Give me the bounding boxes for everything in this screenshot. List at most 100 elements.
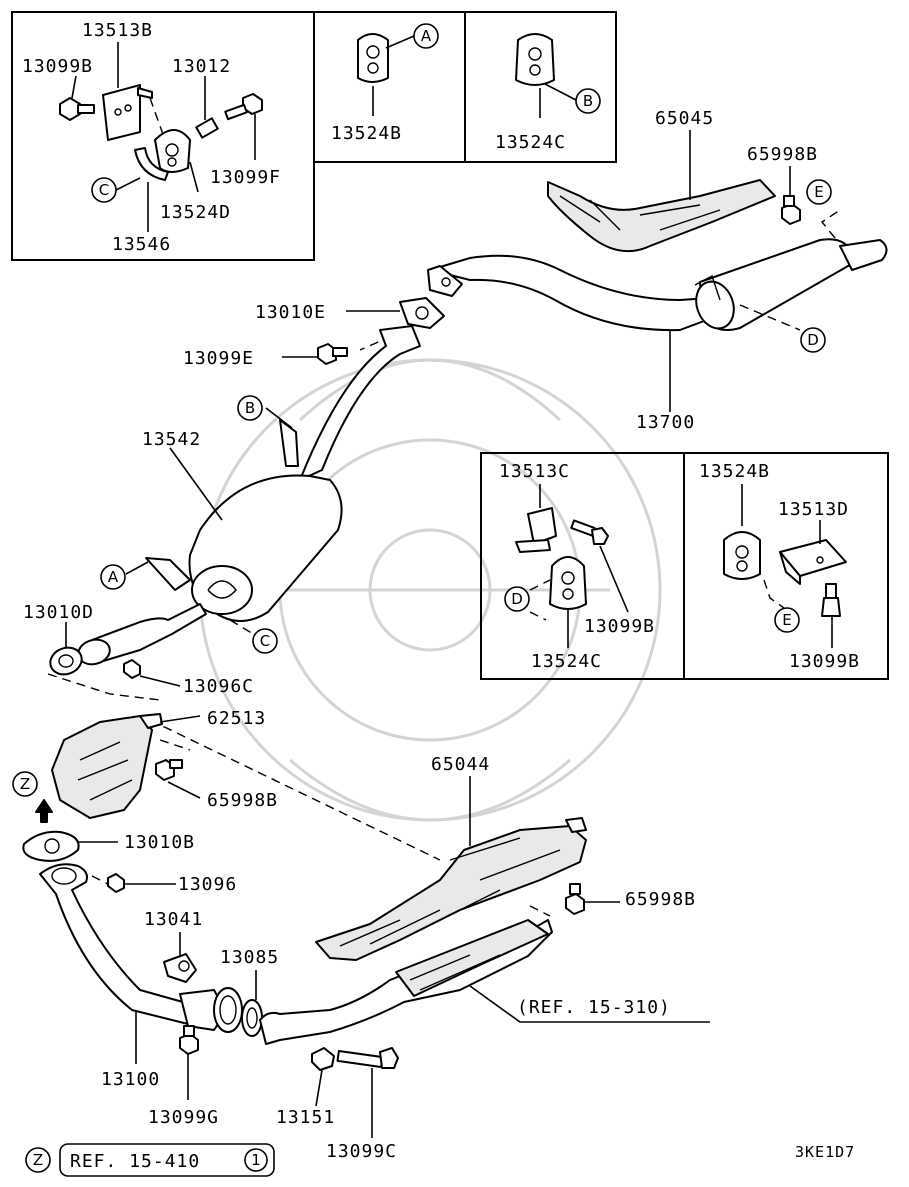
svg-text:Z: Z bbox=[33, 1151, 43, 1169]
callout-13010B: 13010B bbox=[124, 832, 195, 853]
bolt-65998B-right bbox=[565, 883, 585, 915]
arrow-z-up bbox=[35, 799, 53, 823]
leader-13099B-mid bbox=[599, 545, 629, 613]
callout-13524C-mid: 13524C bbox=[531, 651, 602, 672]
callout-13542: 13542 bbox=[142, 429, 201, 450]
hanger-13524C-mid bbox=[549, 556, 587, 610]
callout-13096C: 13096C bbox=[183, 676, 254, 697]
dashed-guide-62513 bbox=[159, 739, 191, 751]
callout-13099B-mid: 13099B bbox=[584, 616, 655, 637]
svg-text:C: C bbox=[260, 632, 270, 650]
center-muffler-13542 bbox=[145, 325, 421, 622]
sensor-13041 bbox=[163, 953, 197, 983]
bolt-13099G bbox=[179, 1025, 199, 1055]
callout-13524C-top: 13524C bbox=[495, 132, 566, 153]
callout-13700: 13700 bbox=[636, 412, 695, 433]
heat-protector-62513 bbox=[51, 713, 163, 819]
hanger-13524C-top bbox=[515, 33, 555, 86]
marker-e-top: E bbox=[806, 179, 832, 205]
marker-a-main: A bbox=[100, 564, 126, 590]
hanger-13524B-top bbox=[357, 33, 389, 83]
svg-text:Z: Z bbox=[20, 775, 30, 793]
svg-text:B: B bbox=[583, 92, 593, 110]
dashed-guide-e-mid bbox=[763, 579, 785, 609]
dashed-guide-topleft bbox=[149, 97, 166, 141]
callout-65044: 65044 bbox=[431, 754, 490, 775]
marker-z-left: Z bbox=[12, 771, 38, 797]
marker-d-mid: D bbox=[504, 586, 530, 612]
callout-13524B-top: 13524B bbox=[331, 123, 402, 144]
callout-13099C: 13099C bbox=[326, 1141, 397, 1162]
ref-15-310-label: (REF. 15-310) bbox=[517, 997, 671, 1018]
bracket-13546 bbox=[134, 147, 169, 181]
callout-13099B-topleft: 13099B bbox=[22, 56, 93, 77]
dashed-guide-long bbox=[149, 719, 441, 861]
leader-marker-a-top bbox=[385, 35, 415, 49]
leader-marker-a-main bbox=[125, 561, 149, 575]
svg-text:B: B bbox=[245, 399, 255, 417]
svg-text:C: C bbox=[99, 181, 109, 199]
callout-13546: 13546 bbox=[112, 234, 171, 255]
nut-13096C bbox=[123, 659, 141, 679]
leader-13524D bbox=[189, 161, 199, 193]
main-muffler-13700 bbox=[429, 238, 888, 332]
callout-13085: 13085 bbox=[220, 947, 279, 968]
dashed-guide-e-top bbox=[820, 209, 841, 239]
callout-13099F: 13099F bbox=[210, 167, 281, 188]
callout-13524B-mid: 13524B bbox=[699, 461, 770, 482]
bolt-65998B-top bbox=[781, 195, 801, 225]
leader-marker-b-top bbox=[544, 83, 577, 101]
bolt-13099E bbox=[317, 343, 348, 365]
heat-protector-65045 bbox=[547, 179, 776, 253]
callout-13041: 13041 bbox=[144, 909, 203, 930]
callout-13513C: 13513C bbox=[499, 461, 570, 482]
callout-62513: 62513 bbox=[207, 708, 266, 729]
svg-text:D: D bbox=[511, 590, 523, 608]
bracket-13513D bbox=[779, 539, 847, 585]
dashed-guide-13096 bbox=[91, 875, 109, 885]
callout-13513D: 13513D bbox=[778, 499, 849, 520]
bolt-13099F bbox=[224, 93, 263, 121]
callout-65045: 65045 bbox=[655, 108, 714, 129]
gasket-13010B bbox=[22, 830, 80, 862]
svg-text:REF. 15-410: REF. 15-410 bbox=[70, 1151, 200, 1172]
bolt-13099B-mid bbox=[570, 519, 609, 545]
leader-ref-15-310 bbox=[469, 985, 710, 1023]
inset-box-right bbox=[480, 452, 889, 680]
nut-13096 bbox=[107, 873, 125, 893]
callout-13151: 13151 bbox=[276, 1107, 335, 1128]
svg-text:E: E bbox=[782, 611, 791, 629]
leader-13099B-tl bbox=[71, 75, 77, 99]
ref-15-410-box: REF. 15-410 1 bbox=[59, 1143, 275, 1177]
hanger-13524B-mid bbox=[723, 531, 761, 580]
leader-marker-c-tl bbox=[115, 177, 141, 191]
bracket-13513B bbox=[102, 84, 153, 141]
dashed-guide-d-mid bbox=[529, 579, 551, 621]
marker-c-topleft: C bbox=[91, 177, 117, 203]
bolt-65998B-left bbox=[155, 759, 183, 781]
bolt-13099B-right bbox=[821, 583, 841, 617]
marker-d-top: D bbox=[800, 327, 826, 353]
hanger-13524D bbox=[154, 129, 191, 173]
callout-13513B: 13513B bbox=[82, 20, 153, 41]
svg-text:1: 1 bbox=[251, 1151, 261, 1169]
sleeve-13012 bbox=[195, 117, 219, 139]
svg-text:E: E bbox=[814, 183, 823, 201]
gasket-13085 bbox=[241, 999, 263, 1037]
callout-13010E: 13010E bbox=[255, 302, 326, 323]
callout-13099E: 13099E bbox=[183, 348, 254, 369]
callout-13100: 13100 bbox=[101, 1069, 160, 1090]
heat-protector-65044 bbox=[315, 817, 587, 961]
callout-65998B-left: 65998B bbox=[207, 790, 278, 811]
gasket-13010D bbox=[49, 646, 83, 676]
inset-box-top-middle bbox=[313, 11, 617, 163]
gasket-13010E bbox=[399, 297, 445, 329]
svg-text:A: A bbox=[421, 27, 432, 45]
bolt-13099B-topleft bbox=[59, 97, 95, 121]
marker-b-main: B bbox=[237, 395, 263, 421]
callout-13524D: 13524D bbox=[160, 202, 231, 223]
diagram-code: 3KE1D7 bbox=[795, 1143, 855, 1161]
watermark-emblem bbox=[198, 358, 662, 822]
leader-13542 bbox=[169, 447, 223, 521]
